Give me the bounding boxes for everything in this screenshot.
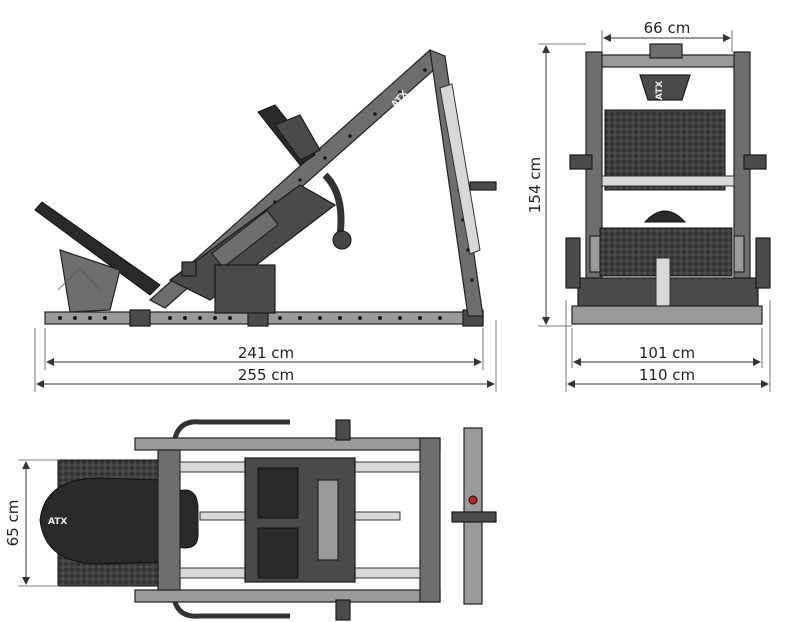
top-view: ATX bbox=[39, 419, 497, 621]
top-logo: ATX bbox=[48, 517, 67, 527]
dim-label-66: 66 cm bbox=[644, 19, 691, 37]
top-rail-lower bbox=[134, 589, 441, 603]
top-dimensions: 65 cm bbox=[4, 459, 60, 587]
side-handle-arm bbox=[322, 172, 345, 236]
top-frame-rear bbox=[419, 437, 441, 603]
dim-label-241: 241 cm bbox=[238, 344, 294, 362]
top-frame-cross-1 bbox=[157, 449, 181, 591]
front-weight-horn-right bbox=[755, 237, 771, 289]
top-rail-upper bbox=[134, 437, 441, 451]
side-sled-base bbox=[214, 264, 276, 314]
front-crossbar-mid bbox=[601, 175, 735, 187]
front-plate-side-right bbox=[733, 235, 745, 273]
top-shoulder-pad-left bbox=[257, 467, 299, 519]
front-shoulder-yoke bbox=[639, 74, 691, 101]
front-logo: ATX bbox=[655, 81, 665, 100]
top-rear-pin bbox=[468, 495, 478, 505]
top-handle-lower bbox=[172, 601, 290, 619]
top-rear-peg bbox=[451, 511, 497, 523]
front-weight-horn-left bbox=[565, 237, 581, 289]
front-base bbox=[571, 305, 763, 325]
top-sled-bracket bbox=[317, 479, 339, 561]
dim-label-154: 154 cm bbox=[526, 157, 544, 213]
front-handle-right bbox=[743, 154, 767, 170]
front-view: ATX bbox=[565, 43, 771, 325]
front-handle-left bbox=[569, 154, 593, 170]
top-bracket-lower bbox=[335, 599, 351, 621]
top-bracket-upper bbox=[335, 419, 351, 441]
front-seat bbox=[643, 210, 687, 223]
front-plate-side-left bbox=[589, 235, 601, 273]
dim-label-255: 255 cm bbox=[238, 366, 294, 384]
side-base-foot-1 bbox=[129, 309, 151, 327]
top-shoulder-pad-right bbox=[257, 527, 299, 579]
side-shoulder-bracket bbox=[274, 114, 321, 161]
side-seat-leg bbox=[57, 267, 101, 291]
side-view: ATX bbox=[34, 49, 497, 327]
front-dimensions: 66 cm 154 cm 101 cm 110 cm bbox=[526, 19, 771, 392]
side-handle-knob bbox=[332, 230, 352, 250]
front-center-post bbox=[655, 257, 671, 311]
side-sled-brace bbox=[211, 209, 279, 269]
dim-label-101: 101 cm bbox=[639, 344, 695, 362]
rear-storage-peg bbox=[469, 181, 497, 191]
dim-label-110: 110 cm bbox=[639, 366, 695, 384]
side-seat-support bbox=[59, 249, 121, 313]
dim-label-65: 65 cm bbox=[4, 500, 22, 547]
side-dimensions: 241 cm 255 cm bbox=[34, 320, 497, 392]
rear-plate-storage bbox=[439, 83, 481, 255]
front-top-hook bbox=[649, 43, 683, 59]
side-base-holes bbox=[58, 316, 442, 320]
top-handle-upper bbox=[172, 419, 290, 439]
side-lock-lever bbox=[181, 261, 197, 277]
